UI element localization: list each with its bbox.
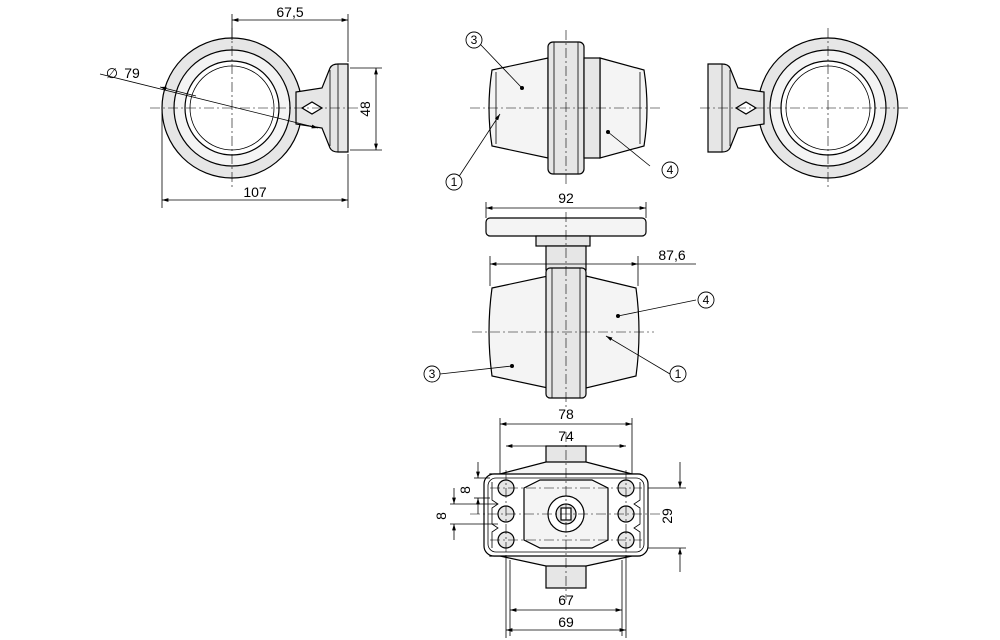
dim-8-upper-label: 8 <box>457 486 473 494</box>
dim-48-label: 48 <box>357 101 373 117</box>
callout-3-top: 3 <box>465 31 483 49</box>
svg-text:3: 3 <box>429 367 436 381</box>
front-view-left <box>99 28 360 188</box>
front-dimensions <box>161 14 382 208</box>
callout-4-mid: 4 <box>697 291 715 309</box>
callout-1-top: 1 <box>445 173 463 191</box>
side-view-top <box>457 30 660 186</box>
dim-78-label: 78 <box>558 406 574 422</box>
dim-74-label: 74 <box>558 428 574 444</box>
callout-4-top: 4 <box>661 161 679 179</box>
base-plate-view <box>470 432 662 600</box>
dim-92-label: 92 <box>558 190 574 206</box>
base-plate-dimensions <box>450 418 686 638</box>
top-view-middle <box>439 212 697 410</box>
top-view-dimensions <box>485 202 696 286</box>
dim-diameter-symbol: ∅ <box>106 65 118 81</box>
svg-text:4: 4 <box>703 293 710 307</box>
callout-3-mid: 3 <box>423 365 441 383</box>
dim-87-6-label: 87,6 <box>658 247 685 263</box>
svg-text:1: 1 <box>675 367 682 381</box>
svg-text:1: 1 <box>451 175 458 189</box>
svg-text:3: 3 <box>471 33 478 47</box>
front-view-right <box>700 28 910 188</box>
dim-107-label: 107 <box>243 184 267 200</box>
dim-diameter-label: 79 <box>124 65 140 81</box>
dim-8-lower-label: 8 <box>433 512 449 520</box>
callout-1-mid: 1 <box>669 365 687 383</box>
dim-67-label: 67 <box>558 592 574 608</box>
dim-29-label: 29 <box>659 508 675 524</box>
dim-69-label: 69 <box>558 614 574 630</box>
dim-67-5-label: 67,5 <box>276 4 303 20</box>
svg-text:4: 4 <box>667 163 674 177</box>
